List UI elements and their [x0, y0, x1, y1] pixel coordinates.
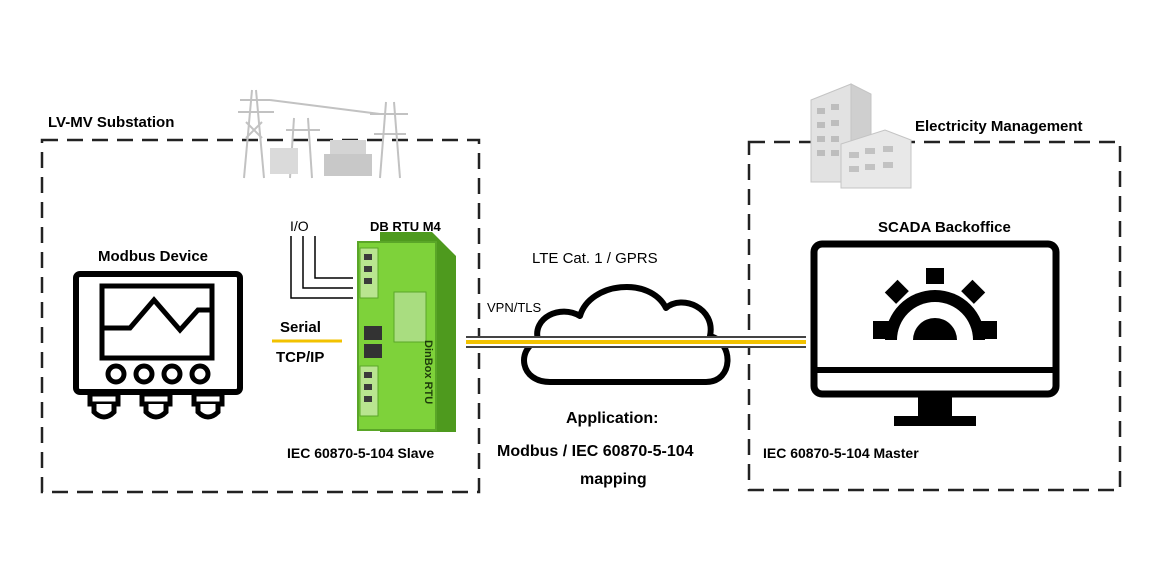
substation-title: LV-MV Substation	[48, 114, 175, 131]
io-lines	[290, 236, 353, 299]
cloud-icon	[521, 284, 731, 385]
network-type-label: LTE Cat. 1 / GPRS	[532, 250, 658, 267]
io-label: I/O	[290, 218, 309, 234]
modbus-device-icon	[73, 271, 243, 420]
serial-line	[272, 339, 342, 343]
rtu-brand-text: DinBox RTU	[422, 340, 434, 405]
application-label: Application:	[566, 410, 659, 427]
mapping-line-2: mapping	[580, 471, 647, 488]
rtu-device-icon	[357, 232, 456, 432]
serial-label: Serial	[280, 319, 321, 336]
substation-zone-border	[40, 138, 481, 494]
tcpip-label: TCP/IP	[276, 349, 325, 366]
vpn-tls-label: VPN/TLS	[487, 300, 542, 315]
network-link-overlay	[516, 336, 736, 348]
electricity-management-title: Electricity Management	[915, 118, 1083, 135]
scada-label: SCADA Backoffice	[878, 219, 1011, 236]
substation-image	[238, 89, 408, 179]
building-image	[810, 83, 912, 189]
scada-monitor-icon	[810, 240, 1060, 426]
scada-role-label: IEC 60870-5-104 Master	[763, 445, 919, 461]
modbus-device-label: Modbus Device	[98, 248, 209, 265]
mapping-line-1: Modbus / IEC 60870-5-104	[497, 443, 694, 460]
rtu-role-label: IEC 60870-5-104 Slave	[287, 445, 435, 461]
rtu-model-label: DB RTU M4	[370, 219, 441, 234]
electricity-zone-border	[747, 140, 1122, 492]
